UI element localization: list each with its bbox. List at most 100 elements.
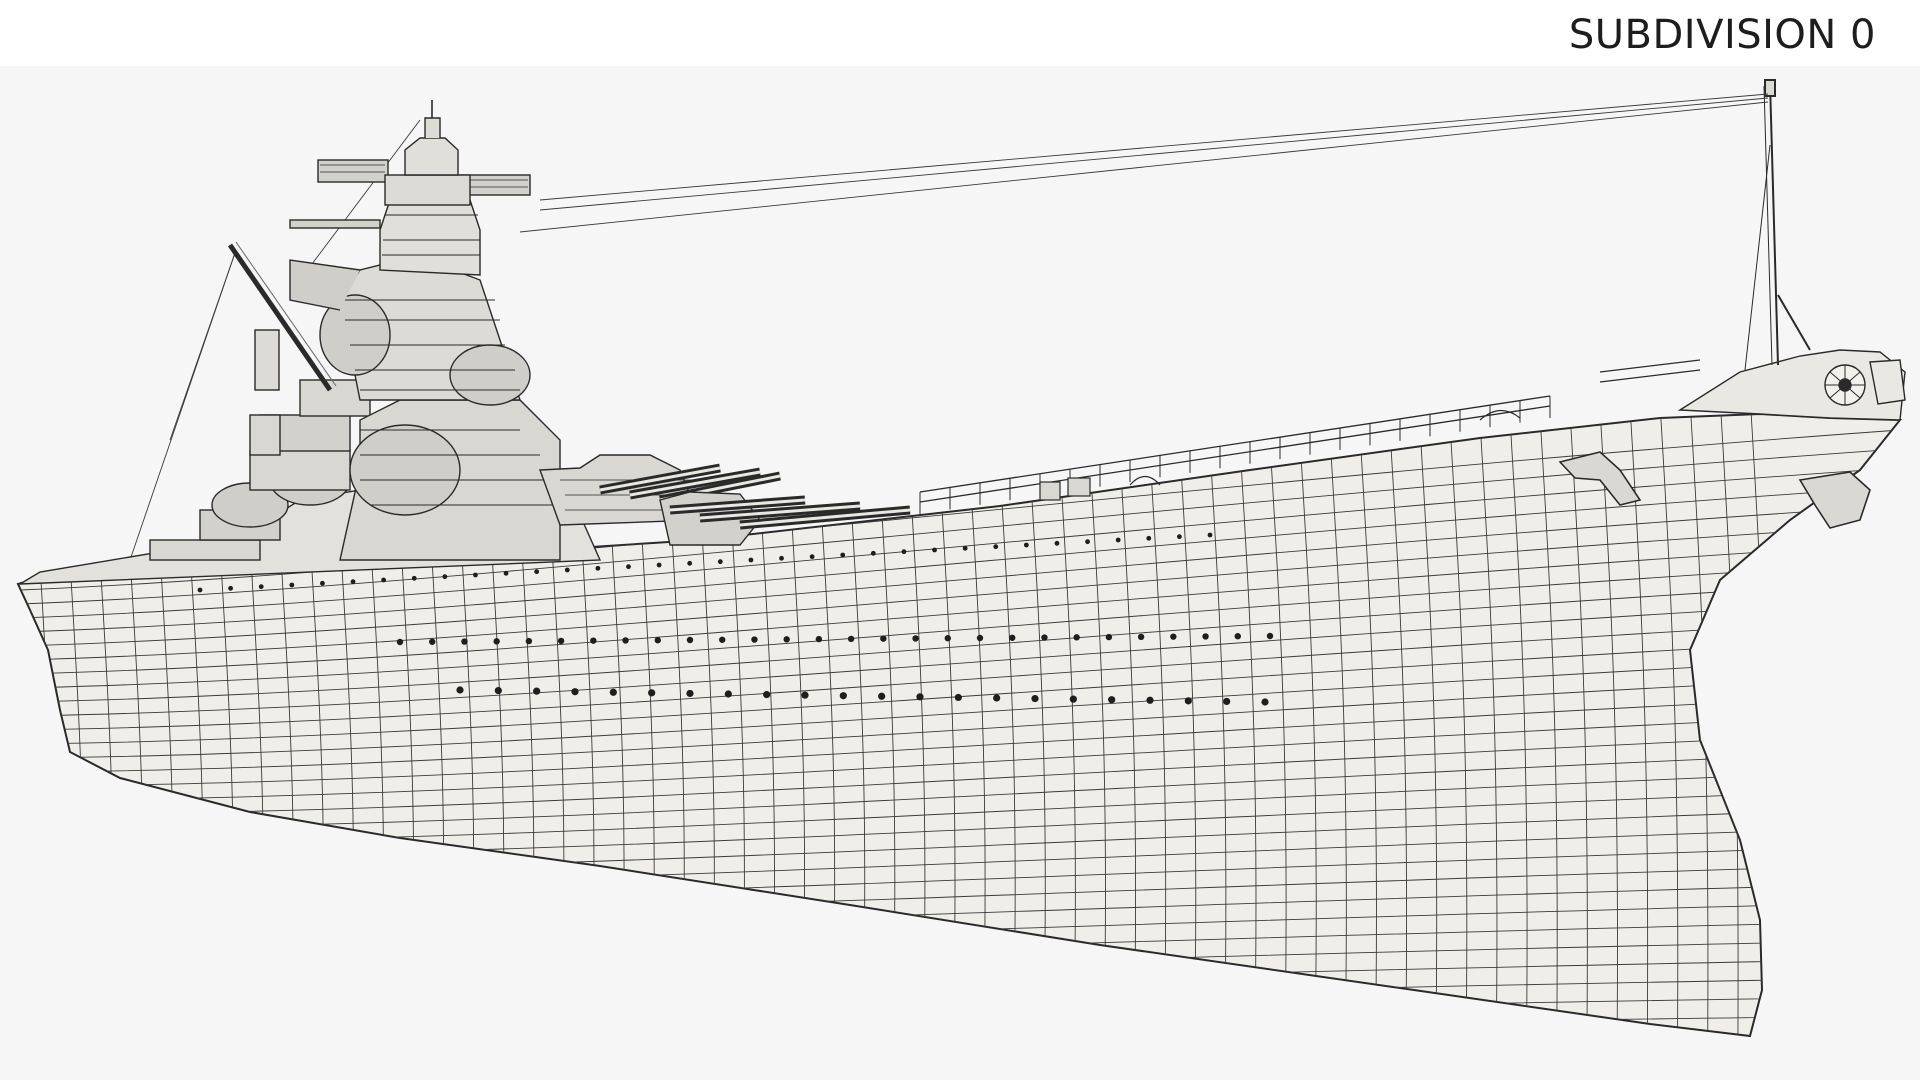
deck-fittings — [1039, 409, 1521, 501]
porthole — [381, 577, 387, 583]
porthole — [1073, 634, 1080, 641]
porthole — [503, 570, 509, 576]
porthole — [1115, 537, 1121, 543]
porthole — [719, 636, 726, 643]
porthole — [724, 690, 732, 698]
porthole — [748, 557, 754, 563]
porthole — [815, 635, 823, 643]
hull-strake — [19, 505, 1900, 647]
superstructure — [19, 100, 602, 585]
hull-rib — [1239, 444, 1257, 1036]
porthole — [429, 638, 436, 645]
porthole — [493, 638, 500, 645]
porthole — [801, 691, 809, 699]
porthole — [228, 585, 234, 591]
porthole — [525, 637, 533, 645]
hull-rib — [1449, 423, 1468, 1036]
hull-rib — [1119, 456, 1137, 1036]
hull-rib — [1569, 414, 1588, 1036]
porthole — [687, 560, 693, 566]
hull-rib — [1419, 426, 1438, 1036]
porthole — [1176, 534, 1182, 540]
hull-rib — [1179, 450, 1197, 1036]
hull-strake — [19, 599, 1900, 717]
hull-rib — [1359, 432, 1377, 1036]
subdivision-label: SUBDIVISION 0 — [1568, 12, 1876, 58]
hull-strake — [19, 524, 1900, 661]
porthole — [1041, 634, 1048, 641]
rigging-lines — [129, 93, 1769, 561]
portholes — [197, 532, 1274, 706]
porthole — [1261, 698, 1269, 706]
porthole — [944, 635, 951, 642]
porthole — [411, 575, 417, 581]
porthole — [654, 637, 661, 644]
anchors — [1558, 451, 1871, 529]
porthole — [763, 690, 771, 699]
porthole — [461, 638, 468, 645]
porthole — [320, 580, 325, 586]
porthole — [1023, 542, 1029, 548]
porthole — [1009, 634, 1016, 641]
porthole — [456, 686, 464, 694]
porthole — [557, 637, 565, 645]
porthole — [1223, 697, 1231, 706]
hull-strake — [19, 486, 1900, 633]
porthole — [976, 634, 984, 642]
porthole — [840, 552, 846, 558]
hull-strake — [20, 1052, 1900, 1065]
hull-rib — [1539, 414, 1558, 1036]
porthole — [595, 565, 601, 571]
porthole — [901, 549, 907, 555]
hull-strake — [19, 618, 1900, 731]
hull-rib — [1329, 435, 1347, 1036]
porthole — [1031, 694, 1039, 703]
porthole — [609, 688, 617, 696]
hull-rib — [1209, 447, 1227, 1036]
porthole — [1184, 697, 1192, 705]
hull-strake — [19, 713, 1900, 801]
porthole — [1137, 633, 1145, 641]
porthole — [839, 692, 847, 700]
porthole — [686, 689, 694, 698]
hull-strake — [19, 694, 1900, 787]
porthole — [564, 567, 570, 573]
hull-strake — [19, 675, 1900, 773]
porthole — [1108, 696, 1116, 704]
porthole — [932, 547, 937, 553]
porthole — [783, 636, 790, 643]
porthole — [1069, 695, 1077, 703]
hull-rib — [1149, 453, 1167, 1036]
hull-strake — [19, 542, 1900, 675]
second-turret — [659, 491, 911, 546]
jack-staff — [1744, 79, 1811, 371]
hull-strake — [19, 656, 1900, 759]
hull-strake — [19, 1034, 1900, 1036]
porthole — [870, 550, 876, 556]
hull-shape — [16, 412, 1903, 1038]
porthole — [590, 637, 597, 644]
porthole — [197, 587, 203, 593]
porthole — [533, 687, 541, 695]
hull-rib — [1269, 441, 1287, 1036]
porthole — [1054, 540, 1060, 546]
porthole — [1085, 539, 1090, 545]
porthole — [847, 635, 855, 643]
porthole — [1146, 535, 1152, 541]
porthole — [1207, 532, 1213, 538]
porthole — [534, 569, 540, 575]
porthole — [1202, 633, 1209, 640]
hull-strake — [19, 429, 1900, 591]
porthole — [912, 635, 919, 642]
hull-strake — [19, 561, 1900, 689]
porthole — [473, 572, 478, 578]
porthole — [442, 574, 448, 580]
porthole — [648, 689, 656, 697]
hull-strake — [19, 731, 1900, 815]
porthole — [809, 554, 815, 560]
porthole — [954, 693, 962, 702]
porthole — [717, 559, 723, 565]
porthole — [622, 637, 629, 644]
header-band — [0, 0, 1920, 66]
hull-strake — [19, 580, 1900, 703]
